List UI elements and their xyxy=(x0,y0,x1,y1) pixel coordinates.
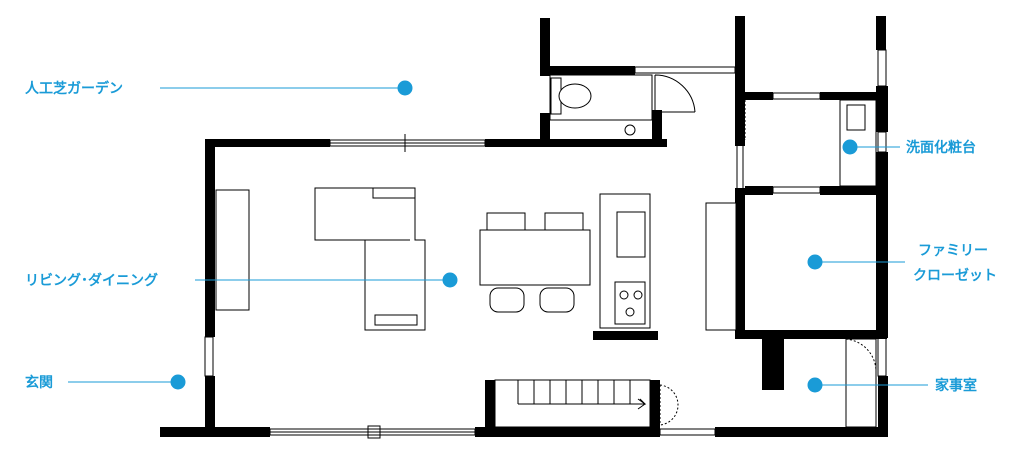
stair-arrow-head xyxy=(637,398,646,410)
marker-dot-housework xyxy=(807,377,823,393)
wall xyxy=(540,66,635,75)
storage-shelf xyxy=(705,202,737,331)
cooktop xyxy=(614,281,646,325)
marker-dot-living xyxy=(442,272,458,288)
wall xyxy=(475,427,660,437)
marker-dot-garden xyxy=(397,80,413,96)
label-washroom: 洗面化粧台 xyxy=(906,139,976,156)
room-labels: 人工芝ガーデン リビング･ダイニング 玄関 洗面化粧台 ファミリー クローゼット… xyxy=(25,80,997,394)
wall xyxy=(735,16,745,146)
window xyxy=(634,66,736,74)
door-swing xyxy=(659,384,679,426)
wall xyxy=(205,139,330,147)
wall xyxy=(878,376,888,436)
wall xyxy=(745,186,773,195)
wall xyxy=(820,92,888,100)
window xyxy=(877,131,887,153)
marker-dot-entrance xyxy=(170,374,186,390)
sofa xyxy=(314,187,426,331)
window xyxy=(772,92,821,100)
chair xyxy=(489,287,525,313)
wall xyxy=(876,16,886,50)
callouts xyxy=(68,80,928,393)
furniture xyxy=(215,74,877,428)
chair xyxy=(486,212,526,231)
label-garden: 人工芝ガーデン xyxy=(25,80,123,97)
wall xyxy=(650,380,660,435)
marker-dot-washroom xyxy=(842,139,858,155)
wall xyxy=(876,86,888,132)
toilet-room-floor xyxy=(549,74,653,121)
door-swing xyxy=(739,99,746,141)
wall xyxy=(593,331,658,340)
label-closet-line1: ファミリー xyxy=(918,243,988,259)
burner xyxy=(619,290,629,300)
walls xyxy=(160,16,888,437)
wall xyxy=(735,330,887,339)
label-closet-line2: クローゼット xyxy=(913,267,997,284)
wall xyxy=(715,427,888,437)
wall xyxy=(745,92,773,100)
sofa-arm xyxy=(372,187,416,199)
label-entrance: 玄関 xyxy=(25,374,53,391)
door-swing xyxy=(845,338,877,371)
wall xyxy=(876,152,888,186)
wall xyxy=(485,380,495,435)
wall xyxy=(820,186,888,195)
window xyxy=(772,186,821,194)
doors xyxy=(654,74,877,428)
kitchen-sink xyxy=(616,211,646,258)
toilet-paper xyxy=(624,124,636,136)
door-swing xyxy=(654,74,696,113)
burner xyxy=(625,307,635,317)
toilet-bowl xyxy=(558,83,592,109)
label-living: リビング･ダイニング xyxy=(25,272,158,289)
wall xyxy=(205,376,215,436)
wall xyxy=(485,139,667,147)
dining-table xyxy=(479,229,591,286)
window xyxy=(877,49,887,87)
wall xyxy=(735,188,745,338)
chair xyxy=(539,287,575,313)
wall xyxy=(652,110,662,145)
window-post xyxy=(367,425,381,439)
label-housework: 家事室 xyxy=(935,377,977,394)
wall xyxy=(205,139,215,337)
window xyxy=(877,337,887,377)
burner xyxy=(633,290,643,300)
windows xyxy=(204,49,887,439)
marker-dot-closet xyxy=(807,254,823,270)
sofa-arm xyxy=(374,314,418,326)
wall xyxy=(762,338,784,390)
wall xyxy=(160,427,270,437)
wall xyxy=(540,113,550,145)
door-frame xyxy=(845,338,877,428)
tv-stand xyxy=(215,189,250,311)
wall xyxy=(540,18,550,76)
chair xyxy=(544,212,584,231)
window xyxy=(204,336,214,377)
window xyxy=(659,428,716,436)
washbasin-bowl xyxy=(846,104,866,131)
